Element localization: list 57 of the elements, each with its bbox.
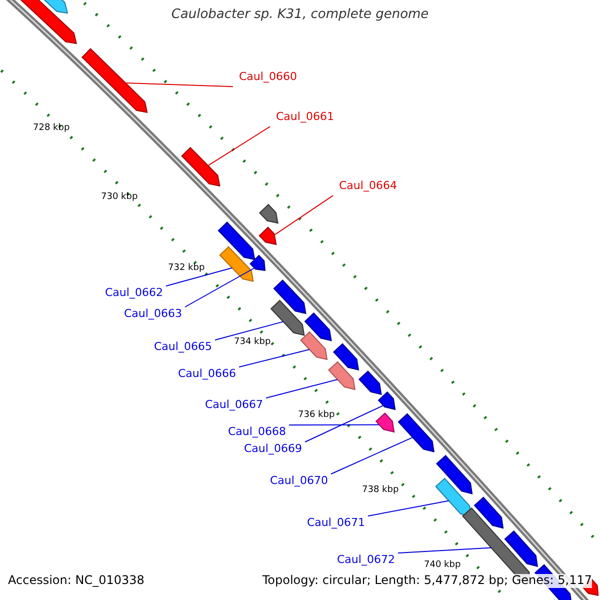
leader-line bbox=[166, 267, 233, 286]
leader-line bbox=[274, 195, 334, 236]
scale-label: 736 kbp bbox=[298, 410, 335, 420]
gene-feature bbox=[258, 226, 277, 246]
gene-feature bbox=[181, 146, 220, 187]
scale-label: 730 kbp bbox=[101, 192, 138, 202]
gene-feature bbox=[250, 254, 266, 271]
scale-label: 740 kbp bbox=[424, 560, 461, 570]
gene-feature bbox=[435, 478, 472, 518]
gene-label: Caul_0670 bbox=[270, 475, 328, 488]
gene-feature bbox=[258, 204, 278, 224]
leader-line bbox=[304, 405, 384, 442]
scale-label: 728 kbp bbox=[33, 123, 70, 134]
gene-feature bbox=[328, 361, 356, 390]
gene-label: Caul_0672 bbox=[337, 554, 395, 567]
gene-feature bbox=[81, 48, 148, 114]
scale-label: 732 kbp bbox=[168, 263, 205, 274]
gene-label: Caul_0661 bbox=[276, 111, 334, 124]
leader-line bbox=[125, 82, 234, 88]
gene-feature bbox=[398, 413, 435, 452]
gene-feature bbox=[270, 300, 305, 336]
gene-feature bbox=[304, 312, 332, 342]
gene-label: Caul_0668 bbox=[228, 426, 286, 439]
gene-label: Caul_0666 bbox=[178, 368, 236, 381]
gene-label: Caul_0667 bbox=[205, 399, 263, 412]
gene-feature bbox=[300, 331, 328, 360]
gene-label: Caul_0663 bbox=[124, 308, 182, 321]
leader-line bbox=[208, 126, 270, 166]
gene-feature bbox=[332, 343, 360, 371]
gene-feature bbox=[436, 454, 473, 494]
gene-label: Caul_0665 bbox=[154, 341, 212, 354]
leader-line bbox=[288, 424, 380, 426]
leader-line bbox=[330, 436, 414, 474]
genome-info-text: Topology: circular; Length: 5,477,872 bp; Genes: 5,117 bbox=[262, 574, 592, 588]
gene-feature bbox=[504, 530, 538, 567]
gene-feature bbox=[378, 391, 396, 410]
gene-feature bbox=[219, 246, 254, 282]
gene-label: Caul_0662 bbox=[105, 287, 163, 300]
leader-line bbox=[214, 321, 284, 340]
gene-feature bbox=[474, 496, 504, 529]
leader-line bbox=[266, 379, 338, 398]
gene-label: Caul_0671 bbox=[307, 517, 365, 530]
gene-feature bbox=[218, 222, 256, 260]
scale-label: 734 kbp bbox=[234, 337, 271, 348]
leader-line bbox=[184, 268, 255, 308]
leader-line bbox=[368, 500, 450, 516]
leader-line bbox=[398, 547, 492, 554]
gene-label: Caul_0664 bbox=[339, 180, 397, 193]
gene-label: Caul_0669 bbox=[244, 443, 302, 456]
gene-label: Caul_0660 bbox=[239, 71, 297, 84]
leader-line bbox=[238, 349, 310, 368]
accession-text: Accession: NC_010338 bbox=[8, 574, 144, 588]
gene-feature bbox=[358, 370, 382, 395]
gene-feature bbox=[273, 280, 306, 314]
gene-feature bbox=[375, 412, 395, 433]
scale-label: 738 kbp bbox=[362, 485, 399, 496]
chart-title: Caulobacter sp. K31, complete genome bbox=[170, 8, 430, 23]
